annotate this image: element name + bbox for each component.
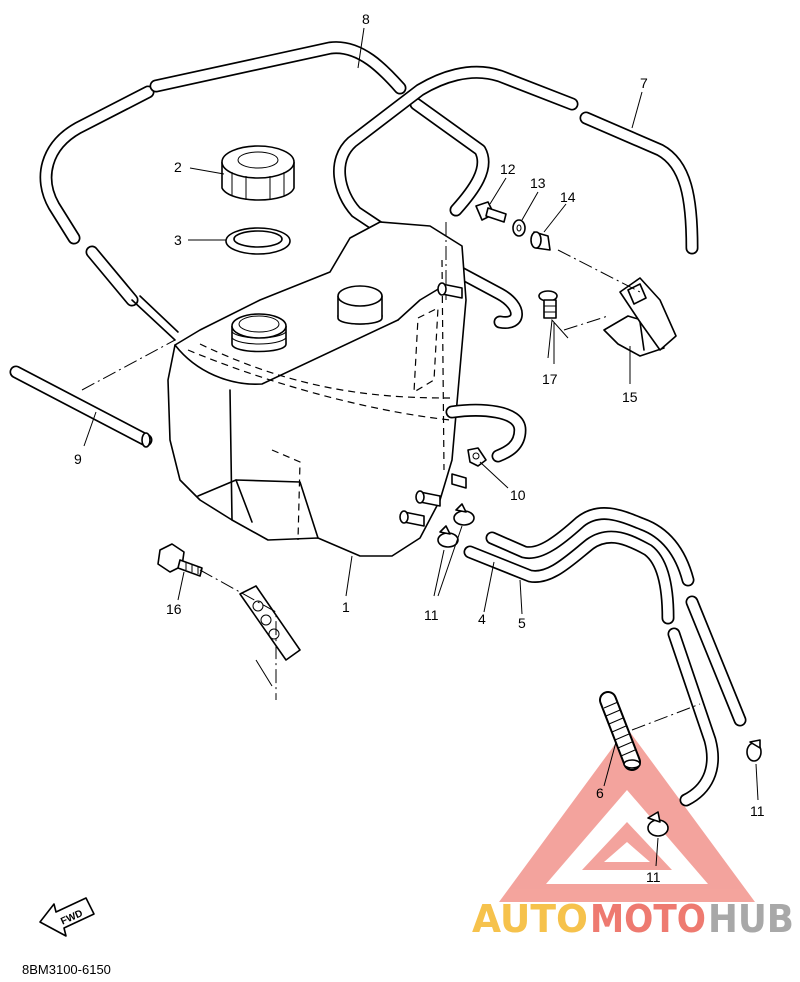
frame-stay: [239, 585, 301, 687]
spiral-guard-6: [599, 691, 641, 771]
hose-clamps-11: [437, 503, 762, 837]
washer-13: [512, 219, 526, 237]
callout-6: 6: [596, 785, 604, 801]
hose-4: [485, 507, 747, 727]
diagram-code: 8BM3100-6150: [22, 962, 111, 977]
filler-cap: [221, 145, 295, 201]
callout-numbers: 8 7 2 3 12 13 14 9 17 15 10 1 11 4 5 16 …: [74, 11, 765, 885]
hose-7: [333, 65, 699, 329]
callout-11-a: 11: [424, 607, 439, 623]
callout-10: 10: [510, 487, 526, 503]
hose-8: [39, 41, 490, 341]
bolt-16: [157, 543, 203, 577]
callout-12: 12: [500, 161, 516, 177]
hose-5: [463, 530, 719, 807]
callout-17: 17: [542, 371, 558, 387]
callout-8: 8: [362, 11, 370, 27]
clip-10: [467, 447, 487, 467]
alignment-lines: [81, 222, 701, 731]
watermark-part-auto: AUTO: [472, 897, 588, 941]
watermark-logo-text: AUTO MOTO HUB: [472, 897, 794, 941]
cap-gasket: [225, 227, 291, 255]
fuel-tank: [167, 221, 527, 557]
tank-mount-studs: [399, 282, 467, 527]
callout-1: 1: [342, 599, 350, 615]
callout-2: 2: [174, 159, 182, 175]
callout-3: 3: [174, 232, 182, 248]
callout-16: 16: [166, 601, 182, 617]
callout-11-b: 11: [750, 803, 765, 819]
callout-13: 13: [530, 175, 546, 191]
watermark-part-moto: MOTO: [590, 897, 706, 941]
callout-9: 9: [74, 451, 82, 467]
callout-15: 15: [622, 389, 638, 405]
callout-5: 5: [518, 615, 526, 631]
callout-7: 7: [640, 75, 648, 91]
fwd-arrow-icon: FWD: [39, 897, 95, 937]
leader-lines: [83, 27, 759, 867]
callout-4: 4: [478, 611, 486, 627]
bolt-12: [475, 201, 507, 223]
collar-14: [530, 231, 551, 251]
watermark-part-hub: HUB: [708, 897, 794, 941]
watermark-triangle-logo: [499, 728, 755, 902]
screw-17: [538, 290, 558, 319]
hose-9: [9, 365, 153, 448]
callout-14: 14: [560, 189, 576, 205]
callout-11-c: 11: [646, 869, 661, 885]
bracket-15: [603, 277, 677, 357]
